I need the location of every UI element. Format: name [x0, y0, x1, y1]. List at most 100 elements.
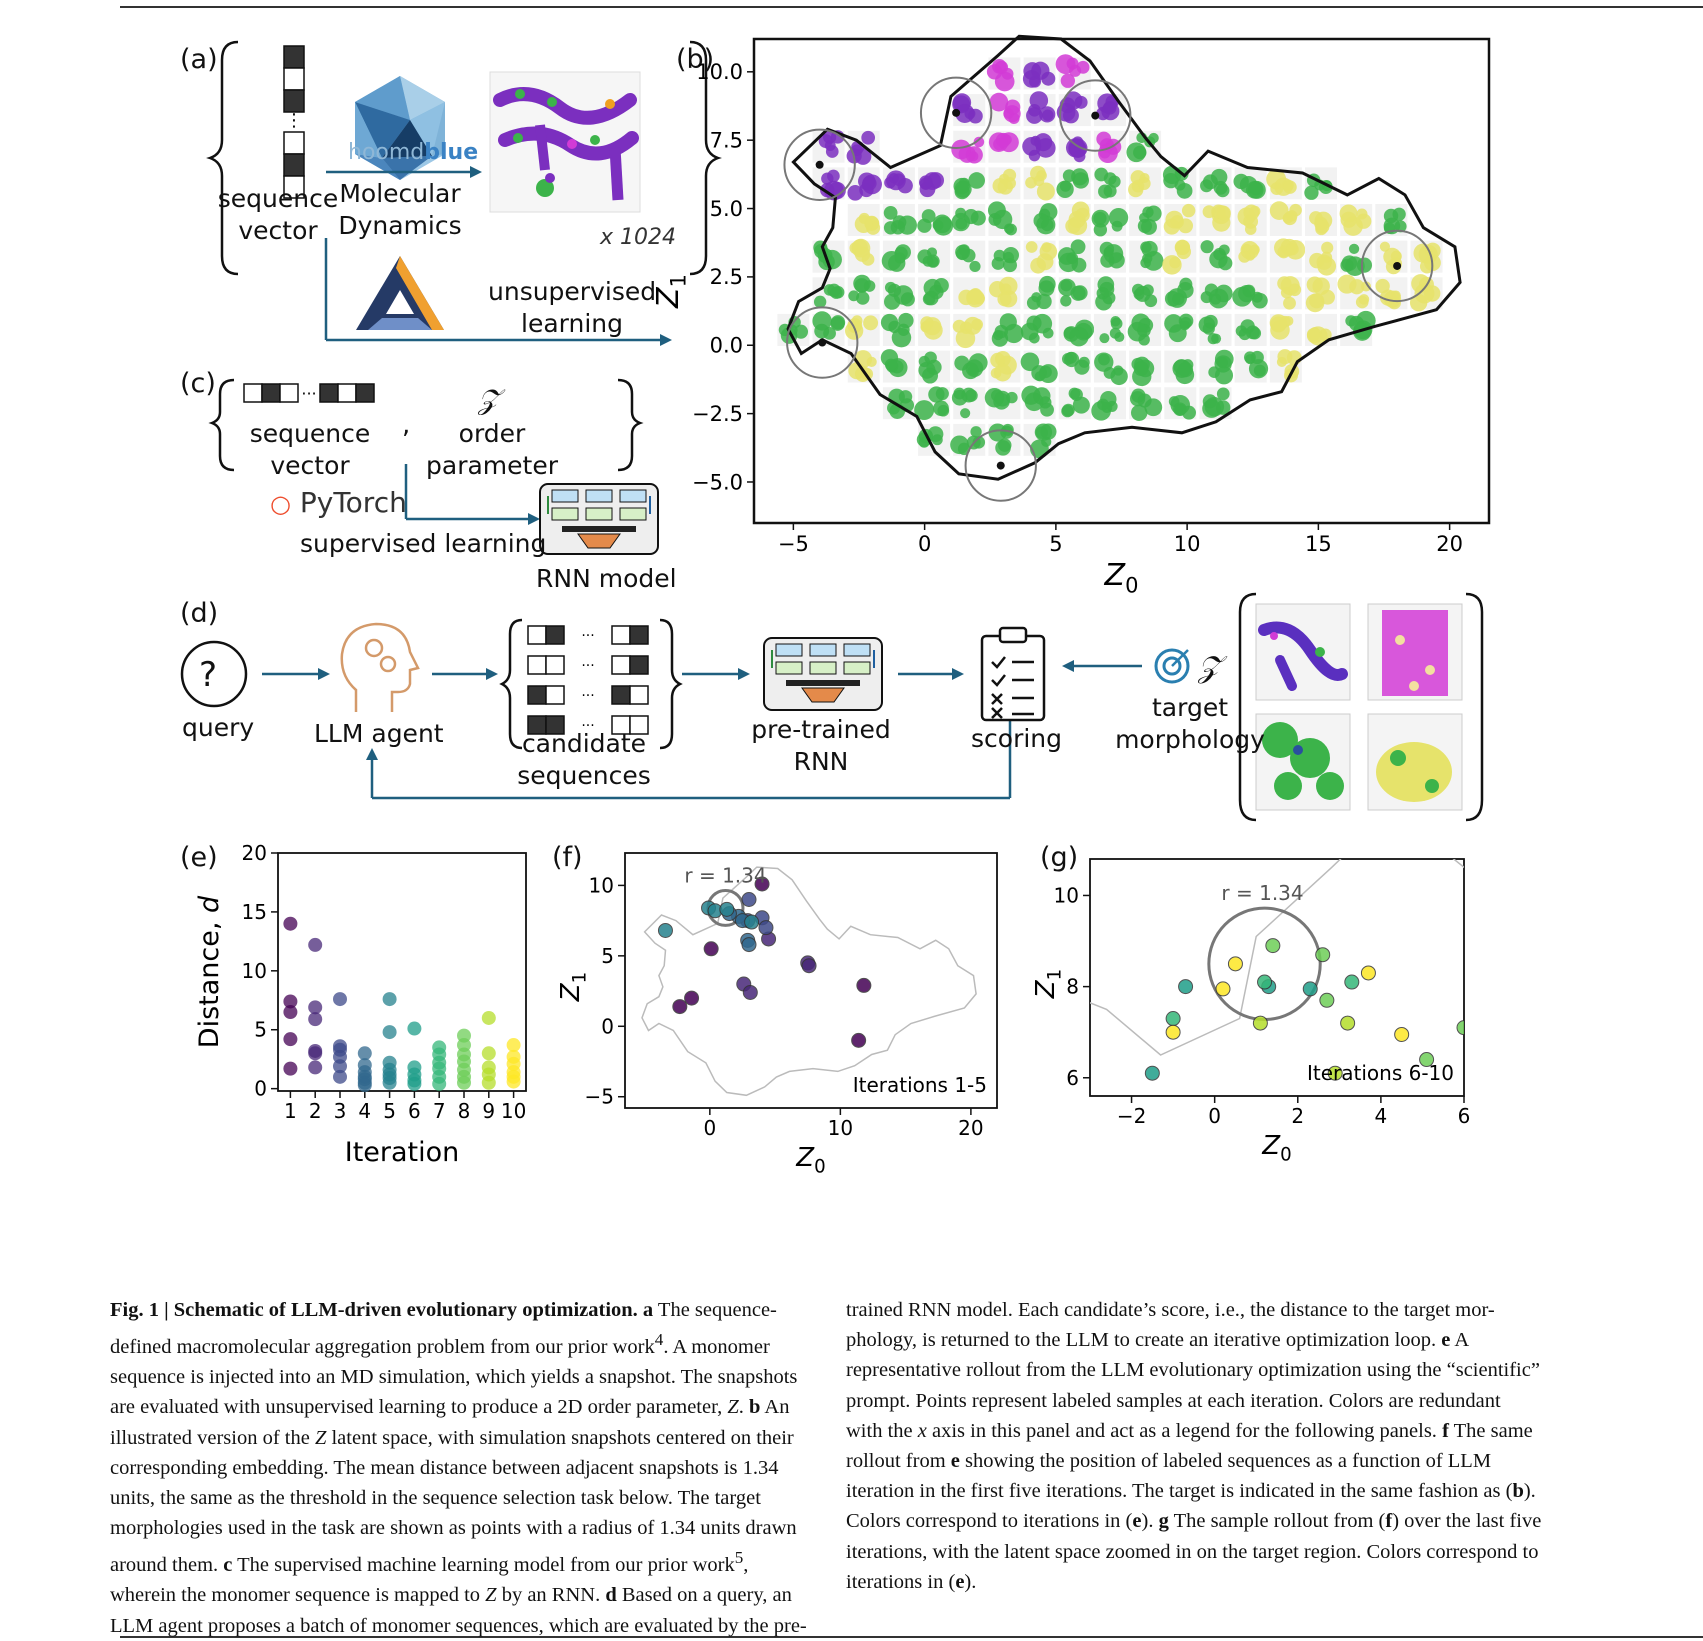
snapshot-blob [1094, 352, 1114, 372]
snapshot-blob [988, 212, 1002, 226]
hoomd-logo-text: hoomdblue [348, 140, 479, 165]
snapshot-blob [1005, 223, 1017, 236]
snapshot-blob [1130, 404, 1148, 422]
data-point [457, 1075, 471, 1090]
snapshot-blob [1202, 174, 1218, 190]
data-point [1165, 1011, 1181, 1027]
snapshot-blob [1390, 290, 1401, 301]
y-tick-label: 10.0 [696, 60, 743, 84]
snapshot-blob [1240, 319, 1255, 334]
snapshot-blob [1286, 243, 1299, 256]
snapshot-blob [1026, 107, 1043, 124]
panel-a-sequence-vector: sequence vector [217, 184, 339, 245]
x-tick-label: 10 [501, 1099, 526, 1123]
snapshot-blob [1141, 240, 1158, 258]
panel-a-graphic: ⋮ [206, 40, 722, 276]
data-point [741, 937, 757, 953]
x-axis-label: Z0 [1261, 1131, 1291, 1166]
snapshot-blob [1099, 333, 1110, 344]
snapshot-blob [1168, 396, 1180, 407]
snapshot-blob [1245, 181, 1264, 199]
snapshot-blob [1360, 281, 1372, 292]
y-tick-label: 0 [254, 1077, 267, 1101]
snapshot-blob [1200, 240, 1214, 254]
snapshot-blob [1036, 182, 1055, 201]
caption-line: rollout from e showing the position of l… [846, 1450, 1492, 1473]
data-point [308, 937, 323, 952]
snapshot-blob [830, 316, 845, 331]
snapshot-blob [1140, 257, 1151, 269]
snapshot-blob [1035, 138, 1056, 158]
x-tick-label: 9 [482, 1099, 495, 1123]
snapshot-blob [1345, 315, 1357, 327]
snapshot-blob [883, 205, 898, 220]
x-tick-label: 4 [358, 1099, 371, 1123]
x-tick-label: 10 [1174, 532, 1201, 556]
caption-line: trained RNN model. Each candidate’s scor… [846, 1299, 1495, 1321]
data-point [283, 1005, 298, 1020]
snapshot-blob [993, 249, 1006, 262]
y-tick-label: 15 [242, 900, 267, 924]
snapshot-blob [824, 140, 836, 152]
snapshot-blob [1065, 351, 1077, 364]
x-tick-label: 0 [918, 532, 931, 556]
x-tick-label: 6 [1458, 1104, 1471, 1128]
svg-text:···: ··· [581, 718, 594, 734]
x-tick-label: 2 [309, 1099, 322, 1123]
snapshot-blob [955, 244, 971, 260]
snapshot-blob [997, 438, 1012, 452]
snapshot-blob [1211, 333, 1222, 344]
snapshot-blob [1131, 283, 1145, 297]
snapshot-blob [1202, 399, 1221, 418]
y-tick-label: 5.0 [710, 197, 743, 221]
snapshot-blob [1103, 366, 1116, 379]
target-point [952, 108, 961, 117]
x-tick-label: 4 [1375, 1104, 1388, 1128]
snapshot-blob [1001, 67, 1014, 80]
target-circle [964, 429, 1037, 502]
snapshot-blob [1025, 241, 1038, 253]
x-axis-label: Iteration [345, 1137, 460, 1168]
caption-line: are evaluated with unsupervised learning… [110, 1396, 790, 1419]
snapshot-blob [1316, 254, 1332, 270]
snapshot-blob [1026, 315, 1042, 331]
snapshot-blob [1036, 170, 1047, 181]
panel-d-target: target morphology [1115, 693, 1265, 754]
snapshot-blob [923, 278, 942, 297]
snapshot-blob [1098, 184, 1113, 199]
panel-d-query: query [182, 713, 255, 742]
x-tick-label: 1 [284, 1099, 297, 1123]
latent-outline [786, 34, 1462, 481]
snapshot-blob [1060, 295, 1072, 307]
snapshot-blob [950, 435, 969, 455]
snapshot-blob [1034, 423, 1053, 441]
target-circle [1360, 229, 1434, 303]
snapshot-blob [1033, 213, 1049, 229]
data-point [1227, 956, 1243, 972]
snapshot-blob [970, 210, 986, 226]
panel-d-candidates: candidate sequences [517, 729, 651, 790]
caption-line: LLM agent proposes a batch of monomer se… [110, 1614, 807, 1637]
caption-line: around them. c The supervised machine le… [110, 1548, 749, 1577]
data-point [432, 1076, 447, 1091]
snapshot-blob [1375, 278, 1390, 294]
snapshot-blob [993, 363, 1012, 382]
plot-frame [752, 37, 1491, 525]
snapshot-blob [1093, 211, 1107, 225]
snapshot-blob [998, 132, 1019, 153]
snapshot-blob [854, 246, 871, 262]
target-point [996, 461, 1005, 470]
svg-text:···: ··· [301, 384, 316, 403]
snapshot-blob [998, 276, 1018, 296]
snapshot-blob [1063, 326, 1080, 342]
iterations-legend: Iterations 1-5 [853, 1073, 987, 1097]
snapshot-blob [964, 108, 976, 120]
snapshot-blob [1238, 250, 1251, 263]
panel-label-d: (d) [180, 598, 219, 629]
data-point [333, 992, 347, 1007]
snapshot-blob [1216, 387, 1230, 401]
x-axis-label: Z0 [1104, 558, 1139, 598]
x-tick-label: 8 [458, 1099, 471, 1123]
snapshot-blob [1061, 403, 1075, 417]
